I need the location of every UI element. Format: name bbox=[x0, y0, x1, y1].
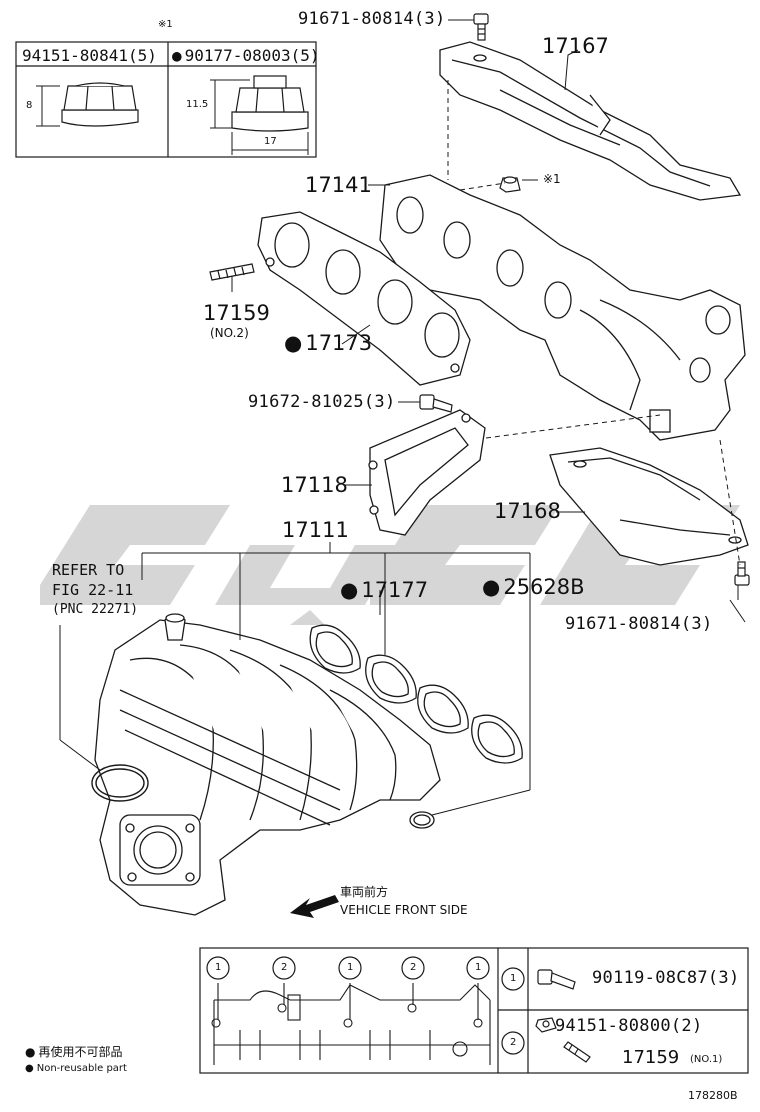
table-nut-2 bbox=[535, 1017, 557, 1033]
intake-manifold bbox=[94, 613, 441, 916]
bolt-top bbox=[473, 13, 489, 41]
oring-small bbox=[409, 811, 435, 829]
leader-lines bbox=[59, 19, 746, 816]
row2-part-1: 94151-80800(2) bbox=[555, 1016, 703, 1036]
bracket bbox=[368, 409, 486, 536]
dashed-lines bbox=[447, 80, 741, 566]
legend-jp: 再使用不可部品 bbox=[25, 1046, 122, 1058]
callout-nut-mark: ※1 bbox=[543, 172, 561, 186]
bottom-seq-circles bbox=[206, 956, 525, 1055]
flange-nut-drawing-2 bbox=[231, 75, 309, 132]
diagram-id: 178280B bbox=[688, 1089, 738, 1102]
nut-small bbox=[499, 176, 521, 193]
row1-num: 1 bbox=[510, 973, 517, 984]
dim-line-8 bbox=[36, 85, 60, 127]
bottom-table bbox=[199, 947, 749, 1074]
callout-17177: 17177 bbox=[340, 580, 428, 601]
callout-bolt-mid: 91672-81025(3) bbox=[248, 392, 396, 412]
table-bolt-1 bbox=[537, 969, 576, 990]
flange-nut-drawing bbox=[61, 82, 139, 127]
dim-label-17: 17 bbox=[264, 136, 277, 147]
refer-line-2: FIG 22-11 bbox=[52, 581, 134, 599]
row2-note: (NO.1) bbox=[690, 1054, 723, 1065]
nut-part-2: 90177-08003(5) bbox=[172, 46, 320, 65]
exhaust-gasket bbox=[257, 211, 471, 386]
callout-bolt-top: 91671-80814(3) bbox=[298, 9, 446, 29]
refer-line-1: REFER TO bbox=[52, 561, 125, 579]
seq-label-4: 2 bbox=[410, 962, 417, 973]
stud-bolt bbox=[209, 263, 255, 281]
callout-17141: 17141 bbox=[305, 173, 372, 197]
dim-label-11-5: 11.5 bbox=[186, 99, 209, 110]
intake-gasket bbox=[309, 624, 523, 764]
seq-label-3: 1 bbox=[347, 962, 354, 973]
dim-label-8: 8 bbox=[26, 100, 33, 111]
row2-part-2: 17159 bbox=[622, 1047, 680, 1068]
vehicle-front-arrow bbox=[290, 895, 339, 918]
callout-17111: 17111 bbox=[282, 518, 349, 542]
dim-lines-nut-2 bbox=[210, 79, 309, 155]
callout-17168: 17168 bbox=[494, 499, 561, 523]
seq-label-2: 2 bbox=[281, 962, 288, 973]
callout-17159-note: (NO.2) bbox=[210, 326, 249, 340]
callout-25628b: 25628B bbox=[482, 577, 584, 598]
callout-17159: 17159 bbox=[203, 301, 270, 325]
heat-insulator-upper bbox=[439, 41, 742, 201]
callout-17167: 17167 bbox=[542, 34, 609, 58]
bolt-lower bbox=[734, 561, 750, 586]
nut-part-1: 94151-80841(5) bbox=[22, 46, 157, 65]
refer-line-3: (PNC 22271) bbox=[52, 602, 139, 617]
callout-17173: 17173 bbox=[284, 333, 372, 354]
direction-en: VEHICLE FRONT SIDE bbox=[340, 903, 468, 917]
row2-num: 2 bbox=[510, 1037, 517, 1048]
oring-throttle bbox=[91, 764, 149, 802]
row1-part: 90119-08C87(3) bbox=[592, 968, 740, 988]
exhaust-manifold bbox=[379, 174, 746, 441]
bolt-mid bbox=[419, 394, 453, 413]
seq-label-1: 1 bbox=[215, 962, 222, 973]
seq-label-5: 1 bbox=[475, 962, 482, 973]
nut-table bbox=[15, 41, 317, 158]
legend-en: Non-reusable part bbox=[25, 1064, 127, 1074]
bottom-gasket-sketch bbox=[211, 983, 491, 1065]
table-stud-2 bbox=[563, 1041, 591, 1063]
nut-table-note-mark: ※1 bbox=[158, 19, 173, 30]
direction-jp: 車両前方 bbox=[340, 885, 389, 899]
heat-insulator-lower bbox=[549, 447, 749, 566]
callout-bolt-lower: 91671-80814(3) bbox=[565, 614, 713, 634]
callout-17118: 17118 bbox=[281, 473, 348, 497]
